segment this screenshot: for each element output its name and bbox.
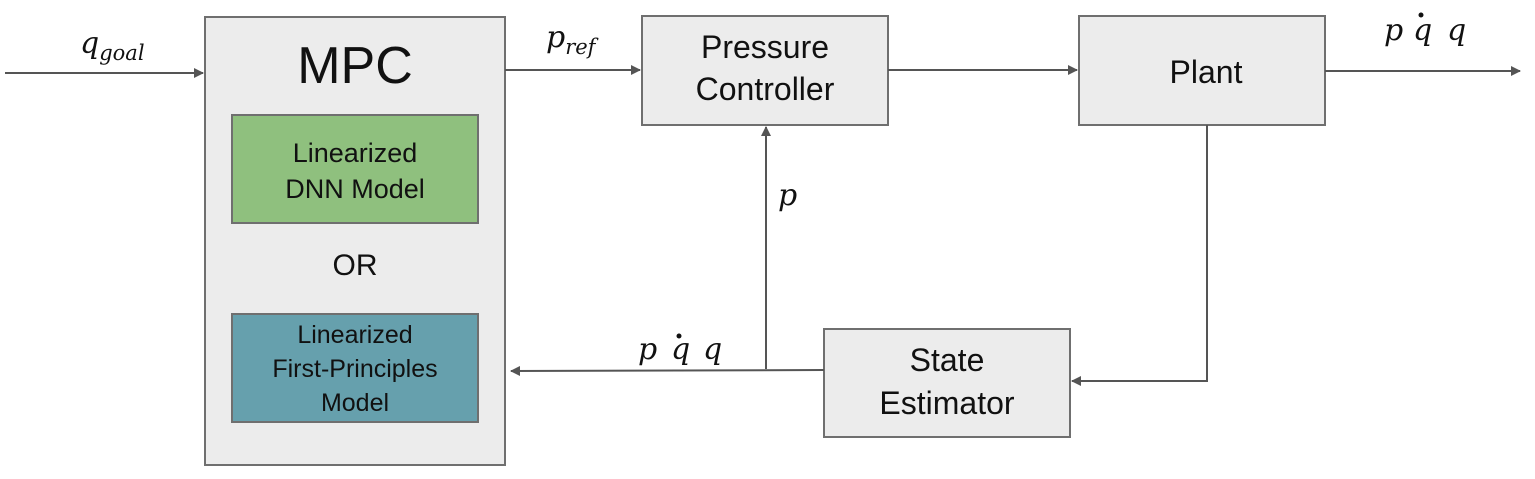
estimator-to-mpc-arrow (510, 365, 825, 376)
state-qdot: q (671, 332, 690, 367)
state-qdot-dot (676, 333, 682, 339)
first-principles-model-block: Linearized First-Principles Model (231, 313, 479, 423)
output-qdot: q (1413, 13, 1432, 48)
state-estimator-label-line1: State (910, 342, 985, 378)
dnn-model-box (231, 114, 479, 224)
q-goal-base: q (80, 26, 99, 61)
dnn-model-block: Linearized DNN Model (231, 114, 479, 224)
plant-label: Plant (1170, 54, 1243, 90)
state-feedback-label: p q q (638, 332, 722, 367)
output-q: q (1447, 13, 1466, 48)
first-principles-label-line3: Model (321, 389, 389, 417)
first-principles-label-line2: First-Principles (272, 355, 437, 383)
dnn-model-label-line2: DNN Model (285, 174, 425, 204)
p-ref-subscript: ref (565, 35, 598, 59)
output-p: p (1384, 13, 1403, 48)
pressure-controller-label-line2: Controller (696, 71, 835, 107)
plant-to-estimator-arrow (1071, 125, 1208, 386)
q-goal-subscript: goal (99, 41, 144, 65)
pressure-controller-box (641, 15, 889, 126)
first-principles-label-line1: Linearized (297, 321, 412, 349)
state-q: q (703, 332, 722, 367)
output-qdot-dot (1418, 12, 1424, 18)
q-goal-label: qgoal (80, 26, 145, 65)
mpc-title: MPC (297, 37, 413, 95)
state-estimator-label-line2: Estimator (879, 385, 1014, 421)
p-ref-base: p (546, 20, 565, 55)
feedback-p-label: p (778, 178, 797, 213)
mpc-block: MPC Linearized DNN Model OR Linearized F… (204, 16, 506, 466)
state-estimator-block: State Estimator (823, 328, 1071, 438)
plant-box (1078, 15, 1326, 126)
p-ref-label: pref (546, 20, 599, 59)
pressure-controller-label-line1: Pressure (701, 29, 829, 65)
state-p: p (638, 332, 657, 367)
dnn-model-label-line1: Linearized (293, 138, 418, 168)
pressure-controller-block: Pressure Controller (641, 15, 889, 126)
first-principles-model-box (231, 313, 479, 423)
plant-block: Plant (1078, 15, 1326, 126)
or-label: OR (333, 249, 378, 282)
state-estimator-box (823, 328, 1071, 438)
output-signal-label: p q q (1384, 12, 1466, 48)
